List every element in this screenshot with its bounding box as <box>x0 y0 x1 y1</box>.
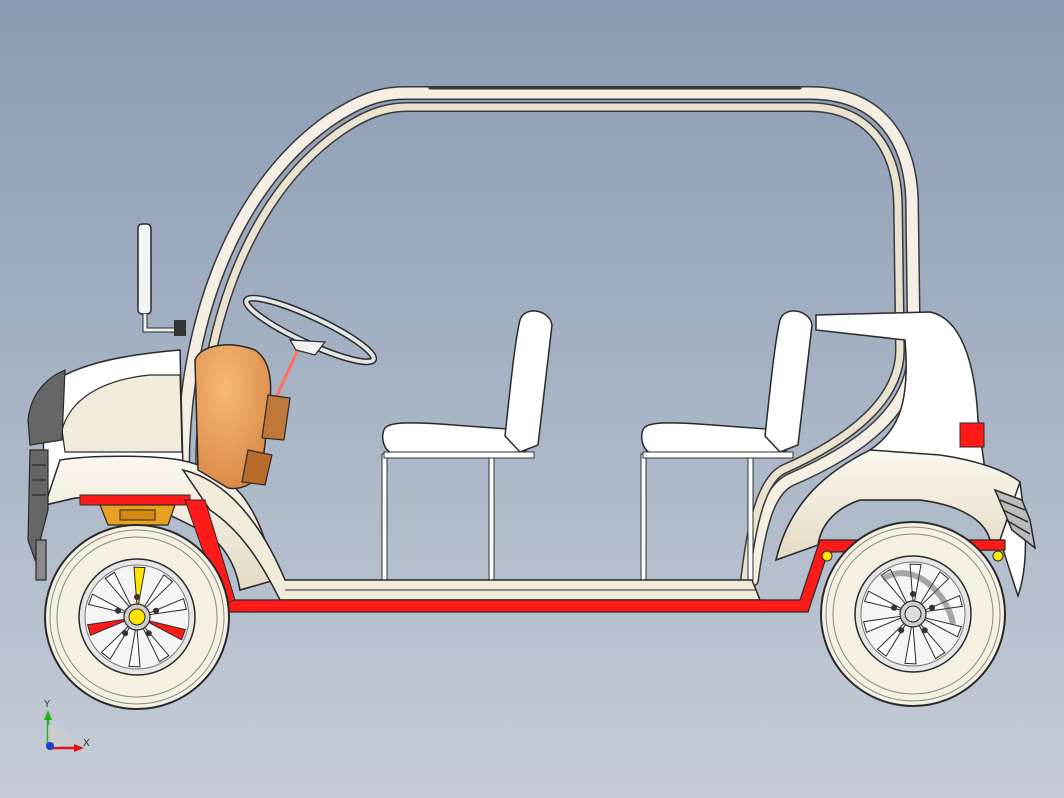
y-axis-label: Y <box>43 699 51 710</box>
rear-tail-light <box>959 422 985 448</box>
chassis-bolt-right <box>992 550 1004 562</box>
rear-bumper-vent <box>993 488 1037 550</box>
steering-column <box>241 344 302 486</box>
rear-wheel <box>820 521 1006 707</box>
side-mirror <box>137 223 186 336</box>
chassis-bolt-left <box>821 550 833 562</box>
roof-frame <box>176 86 921 587</box>
steering-wheel <box>242 294 378 366</box>
red-chassis-frame <box>79 494 1006 613</box>
floor-sill <box>181 468 762 601</box>
x-axis-label: X <box>83 738 90 749</box>
rear-wheel-hub <box>904 605 922 623</box>
middle-seat <box>381 310 553 581</box>
front-grille <box>27 369 66 581</box>
coordinate-triad: Y X <box>43 699 90 752</box>
front-suspension-mount <box>99 504 176 526</box>
rear-seat <box>640 310 813 581</box>
front-wheel-hub <box>128 608 146 626</box>
rear-body-panel <box>774 311 1037 599</box>
front-wheel <box>44 524 230 710</box>
